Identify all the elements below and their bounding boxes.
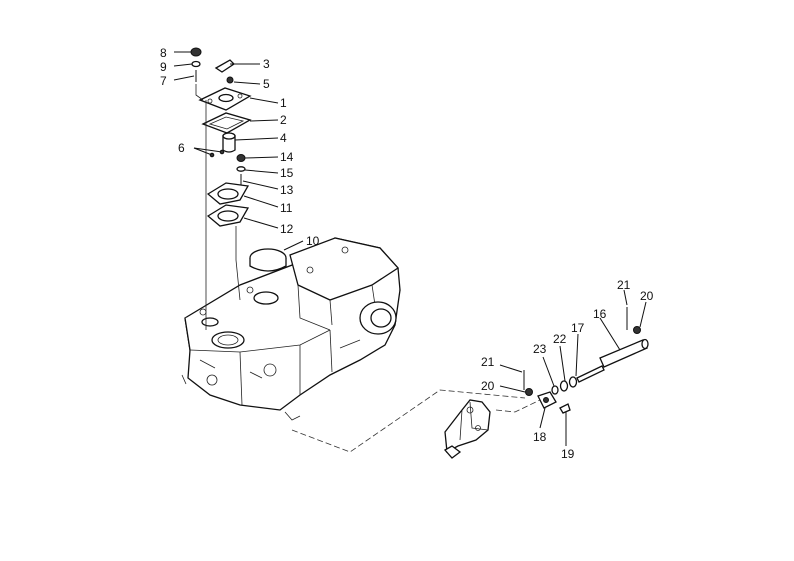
- callout-8: 8: [160, 46, 167, 60]
- callout-20-upper: 20: [640, 289, 654, 303]
- callout-3: 3: [263, 57, 270, 71]
- callout-18: 18: [533, 430, 547, 444]
- callout-2: 2: [280, 113, 287, 127]
- callout-4: 4: [280, 131, 287, 145]
- callout-labels: 8 9 7 3 5 1 2 4 6 14 15 13 11 12 10 21 2…: [160, 46, 654, 461]
- callout-22: 22: [553, 332, 567, 346]
- callout-7: 7: [160, 74, 167, 88]
- callout-10: 10: [306, 234, 320, 248]
- callout-9: 9: [160, 60, 167, 74]
- callout-11: 11: [280, 201, 293, 215]
- part-10-cap: [249, 240, 304, 272]
- callout-21-lower: 21: [481, 355, 495, 369]
- callout-19: 19: [561, 447, 575, 461]
- callout-6: 6: [178, 141, 185, 155]
- callout-21-upper: 21: [617, 278, 631, 292]
- callout-17: 17: [571, 321, 585, 335]
- callout-14: 14: [280, 150, 294, 164]
- callout-1: 1: [280, 96, 287, 110]
- transmission-case: [181, 237, 401, 421]
- callout-13: 13: [280, 183, 294, 197]
- callout-20-lower: 20: [481, 379, 495, 393]
- callout-5: 5: [263, 77, 270, 91]
- callout-12: 12: [280, 222, 294, 236]
- callout-16: 16: [593, 307, 607, 321]
- linkage-assembly: [291, 289, 649, 459]
- callout-15: 15: [280, 166, 294, 180]
- top-cover-assembly: [173, 47, 279, 330]
- callout-23: 23: [533, 342, 547, 356]
